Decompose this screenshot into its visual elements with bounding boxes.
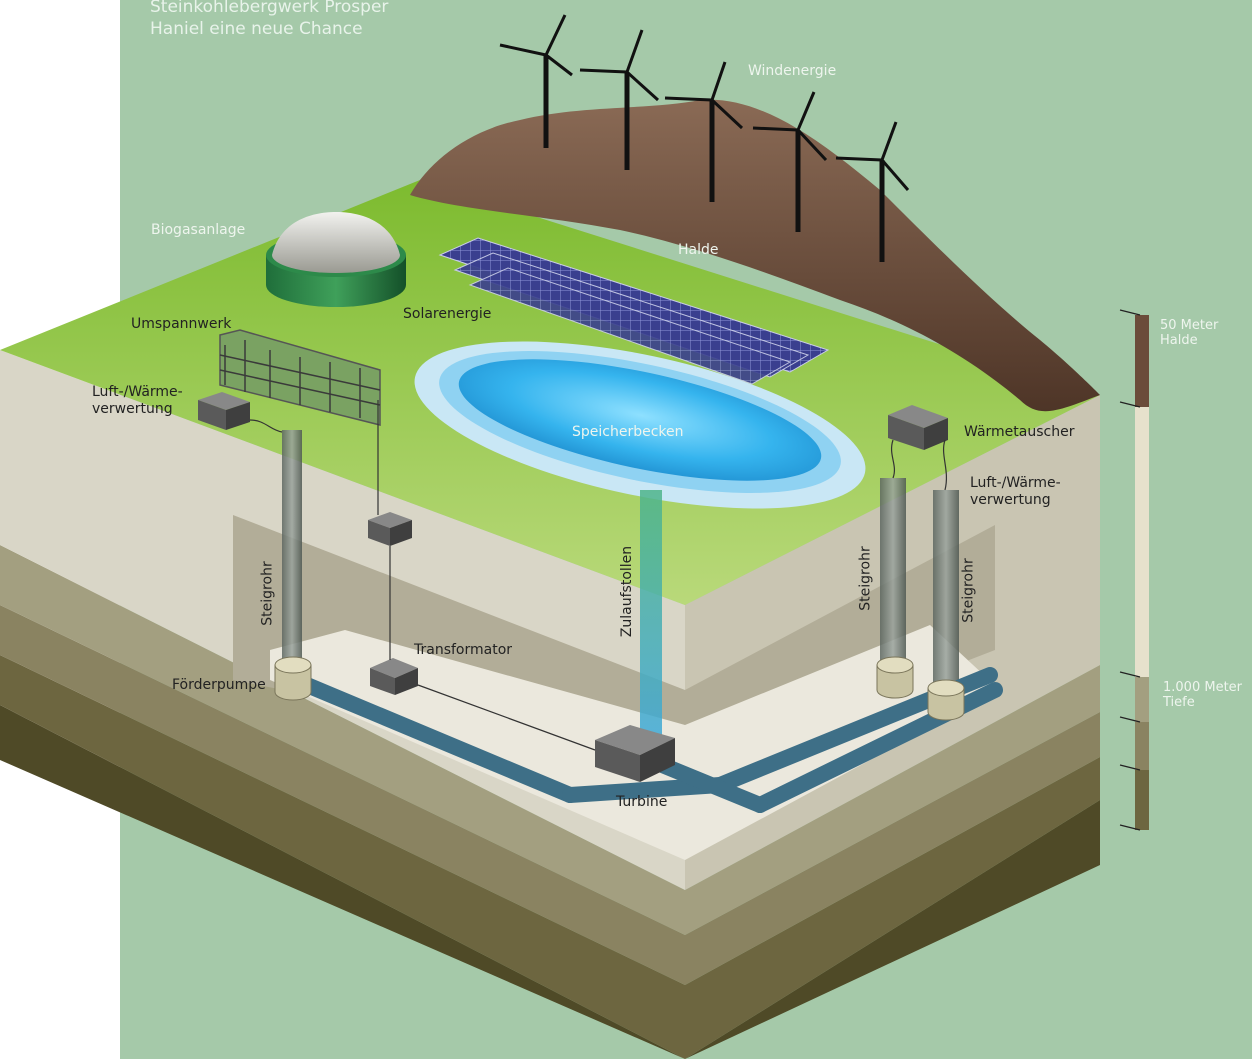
riser-pipe-right-2	[933, 490, 959, 685]
label-luft-waerme-right: Luft-/Wärme- verwertung	[970, 475, 1061, 508]
wind-turbine	[664, 61, 744, 202]
wind-turbine	[579, 29, 660, 170]
label-steigrohr-right-2: Steigrohr	[960, 558, 977, 623]
strata-layer-2	[0, 605, 1100, 985]
label-biogasanlage: Biogasanlage	[151, 222, 246, 238]
biogas-plant	[266, 212, 406, 307]
zulaufstollen-shaft	[640, 490, 662, 735]
label-halde: Halde	[678, 242, 719, 258]
wind-turbine	[499, 14, 573, 148]
riser-pipe-left	[282, 430, 302, 670]
wind-turbine	[752, 91, 828, 232]
title-line-2: Haniel eine neue Chance	[150, 19, 363, 39]
label-turbine: Turbine	[616, 794, 668, 810]
label-luft-waerme-left: Luft-/Wärme- verwertung	[92, 384, 183, 417]
label-speicherbecken: Speicherbecken	[572, 424, 684, 440]
turbine-box	[595, 725, 675, 782]
title-line-1: Steinkohlebergwerk Prosper	[150, 0, 389, 17]
riser-pipe-right-1	[880, 478, 906, 668]
diagram-title: Steinkohlebergwerk Prosper Haniel eine n…	[150, 0, 388, 40]
transformer-box	[370, 658, 418, 695]
label-zulaufstollen: Zulaufstollen	[619, 545, 636, 638]
label-waermetauscher: Wärmetauscher	[964, 424, 1075, 440]
label-umspannwerk: Umspannwerk	[131, 316, 232, 332]
label-steigrohr-right-1: Steigrohr	[857, 546, 874, 611]
wind-turbines	[499, 14, 910, 262]
scale-bar	[1119, 309, 1149, 831]
pumps	[274, 656, 965, 721]
label-steigrohr-left: Steigrohr	[259, 561, 276, 626]
strata-layer-3	[0, 655, 1100, 1059]
waermetauscher-box	[888, 405, 948, 450]
substation	[219, 329, 381, 426]
halde	[410, 99, 1100, 412]
label-windenergie: Windenergie	[748, 63, 837, 79]
luft-waerme-box-left	[198, 392, 250, 430]
cables	[249, 400, 948, 751]
scale-label-tiefe: 1.000 Meter Tiefe	[1163, 680, 1243, 710]
reservoir	[414, 341, 866, 509]
label-transformator: Transformator	[414, 642, 513, 658]
solar-field	[438, 237, 830, 385]
transformer-box-upper	[368, 512, 412, 546]
label-solarenergie: Solarenergie	[403, 306, 492, 322]
label-foerderpumpe: Förderpumpe	[172, 677, 266, 693]
strata-layer-1	[0, 545, 1100, 935]
wind-turbine	[835, 121, 910, 262]
scale-label-halde: 50 Meter Halde	[1160, 318, 1219, 348]
equipment-boxes	[198, 392, 948, 782]
